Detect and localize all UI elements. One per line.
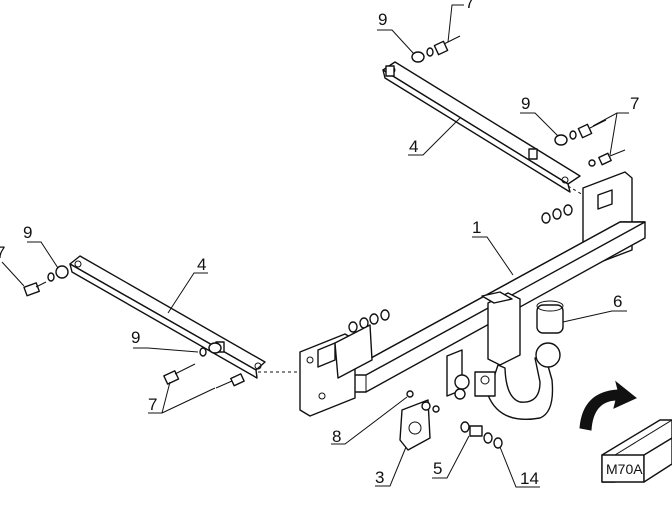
left-fasteners [23,265,245,389]
callout-1: 1 [472,218,481,237]
leader-lines [1,4,629,488]
callout-7-right: 7 [630,94,639,113]
left-side-bracket [69,255,298,379]
socket-plate [399,390,431,451]
main-crossbar [299,171,646,417]
callout-7-bottom: 7 [148,395,157,414]
upper-side-bracket [382,61,601,206]
callout-6: 6 [613,292,622,311]
callout-9-right: 9 [521,94,530,113]
callout-8: 8 [332,427,341,446]
callout-3: 3 [375,468,384,487]
pin-assembly [432,349,503,449]
center-nuts [348,204,573,333]
callout-14: 14 [520,469,539,488]
curved-arrow-icon [579,380,637,431]
callout-9-top: 9 [378,10,387,29]
callout-7-top: 7 [465,0,474,12]
callout-numbers: 9 7 4 9 7 1 9 7 4 9 7 8 3 5 14 6 [0,0,639,488]
upper-fasteners [411,35,626,167]
callout-9-left: 9 [23,223,32,242]
model-box: M70A [601,419,672,483]
callout-4-left: 4 [197,255,206,274]
callout-4-top: 4 [409,137,418,156]
callout-5: 5 [433,459,442,478]
callout-7-left-edge: 7 [0,243,5,262]
model-code-label: M70A [606,461,643,477]
tow-ball-neck [474,300,564,420]
callout-9-mid: 9 [131,328,140,347]
